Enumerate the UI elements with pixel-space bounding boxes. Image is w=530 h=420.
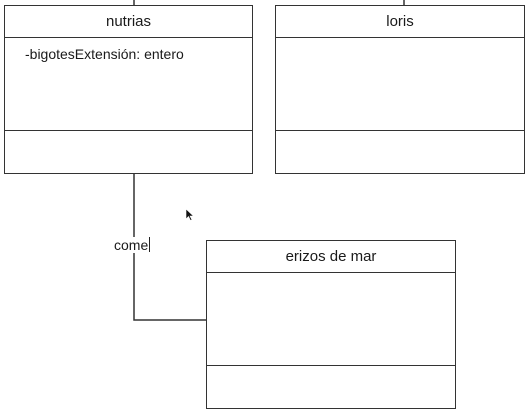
class-erizos-de-mar-name[interactable]: erizos de mar	[207, 241, 455, 273]
class-erizos-de-mar-attributes[interactable]	[207, 273, 455, 366]
association-label-text[interactable]: come	[114, 237, 149, 253]
class-erizos-de-mar[interactable]: erizos de mar	[206, 240, 456, 409]
association-line-come[interactable]	[133, 173, 207, 321]
class-nutrias[interactable]: nutrias -bigotesExtensión: entero	[4, 5, 253, 174]
attribute-bigotes-extension[interactable]: -bigotesExtensión: entero	[25, 46, 184, 62]
class-nutrias-name[interactable]: nutrias	[5, 6, 252, 38]
class-erizos-de-mar-operations[interactable]	[207, 366, 455, 408]
class-loris-name[interactable]: loris	[276, 6, 524, 38]
association-label-editor[interactable]: come	[113, 237, 152, 253]
class-loris[interactable]: loris	[275, 5, 525, 174]
class-nutrias-operations[interactable]	[5, 131, 252, 173]
text-caret	[149, 237, 151, 252]
class-loris-attributes[interactable]	[276, 38, 524, 131]
class-nutrias-attributes[interactable]: -bigotesExtensión: entero	[5, 38, 252, 131]
class-loris-operations[interactable]	[276, 131, 524, 173]
mouse-pointer-icon	[186, 209, 194, 221]
